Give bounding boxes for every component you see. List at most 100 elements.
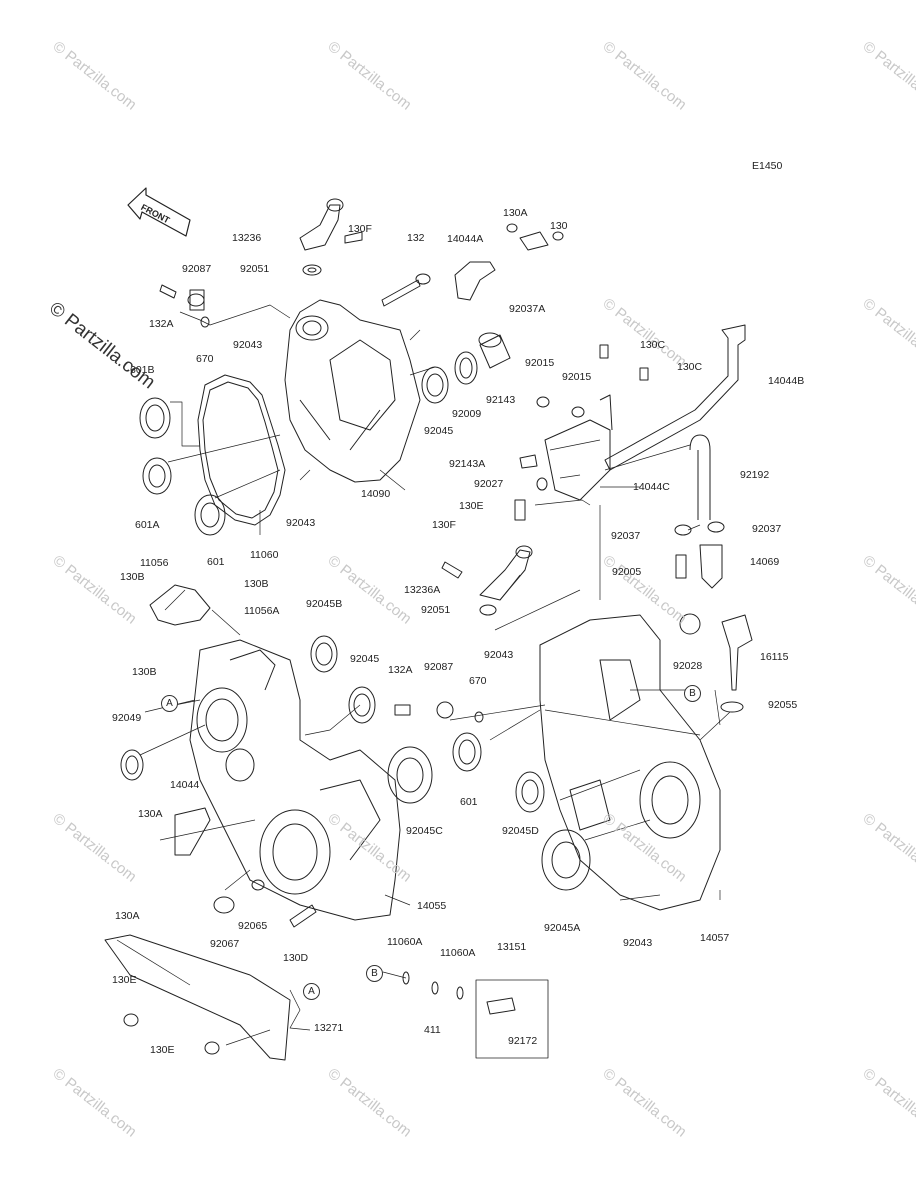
bolt-130f-top bbox=[344, 231, 363, 244]
part-label: 130B bbox=[132, 666, 157, 678]
part-label: 92067 bbox=[210, 938, 240, 950]
diagram-id: E1450 bbox=[752, 160, 783, 172]
part-label: 11060 bbox=[250, 549, 279, 561]
part-label: 130D bbox=[283, 952, 309, 964]
part-label: 11056A bbox=[244, 605, 280, 617]
part-label: 92045C bbox=[406, 825, 443, 837]
bearing-92045d bbox=[515, 771, 545, 813]
nut-92015-a bbox=[536, 396, 550, 408]
bracket-14044 bbox=[174, 807, 211, 856]
collar-92143a bbox=[519, 454, 538, 469]
bolt-130a-top bbox=[506, 223, 518, 233]
part-label: 92087 bbox=[424, 661, 454, 673]
bearing-92045a bbox=[541, 829, 591, 891]
part-label: 13151 bbox=[497, 941, 527, 953]
part-label: 130B bbox=[244, 578, 269, 590]
part-label: 670 bbox=[196, 353, 214, 365]
bolt-130-top bbox=[552, 231, 564, 241]
bracket-14044a bbox=[454, 261, 496, 301]
plug-92067 bbox=[213, 896, 235, 914]
part-label: 411 bbox=[424, 1024, 441, 1036]
breather-14069 bbox=[699, 544, 723, 589]
part-label: 92015 bbox=[525, 357, 555, 369]
part-label: 130 bbox=[550, 220, 568, 232]
part-label: 92043 bbox=[484, 649, 514, 661]
part-label: 130C bbox=[677, 361, 703, 373]
part-label: 132A bbox=[149, 318, 174, 330]
part-label: 92051 bbox=[240, 263, 270, 275]
part-label: 11060A bbox=[440, 947, 476, 959]
seal-92009 bbox=[454, 351, 478, 385]
front-arrow-icon bbox=[127, 187, 191, 237]
part-label: 670 bbox=[469, 675, 487, 687]
part-label: 92009 bbox=[452, 408, 482, 420]
part-label: 130F bbox=[432, 519, 456, 531]
part-label: 130E bbox=[112, 974, 137, 986]
part-label: 92045A bbox=[544, 922, 581, 934]
part-label: 14044B bbox=[768, 375, 805, 387]
seal-92028 bbox=[679, 613, 701, 635]
seal-601a bbox=[142, 457, 172, 495]
ref-marker-a: A bbox=[303, 983, 320, 1000]
oring-411 bbox=[431, 981, 439, 995]
bolt-130e-low-a bbox=[123, 1013, 139, 1027]
washer-92065 bbox=[251, 879, 265, 891]
part-label: 14044C bbox=[633, 481, 670, 493]
part-label: 92005 bbox=[612, 566, 642, 578]
part-label: 92043 bbox=[233, 339, 263, 351]
part-label: 13271 bbox=[314, 1022, 344, 1034]
part-label: 92055 bbox=[768, 699, 798, 711]
part-label: 92045D bbox=[502, 825, 539, 837]
part-label: 130B bbox=[120, 571, 145, 583]
part-label: 92143 bbox=[486, 394, 516, 406]
bolt-132 bbox=[381, 273, 431, 307]
bearing-92045c bbox=[387, 746, 433, 804]
part-label: 601B bbox=[130, 364, 155, 376]
leader-lines bbox=[116, 304, 731, 1046]
oring-92055 bbox=[720, 701, 744, 713]
gasket-13271 bbox=[104, 934, 291, 1061]
part-label: 14069 bbox=[750, 556, 780, 568]
part-label: 92015 bbox=[562, 371, 592, 383]
hose-92192 bbox=[689, 434, 711, 520]
part-label: 601 bbox=[207, 556, 225, 568]
fitting-92087-mid bbox=[436, 701, 454, 719]
part-label: 92037A bbox=[509, 303, 546, 315]
bolt-130c-a bbox=[599, 344, 609, 359]
bolt-130e-mid bbox=[514, 499, 526, 521]
part-label: 92049 bbox=[112, 712, 142, 724]
bolt-130f-mid bbox=[441, 561, 463, 579]
washer-92051-mid bbox=[479, 604, 497, 616]
seal-92049 bbox=[120, 749, 144, 781]
lever-13236a bbox=[479, 545, 533, 601]
fitting-92087-top bbox=[187, 289, 205, 311]
crankcase-right-14057 bbox=[539, 614, 721, 911]
part-label: 14044A bbox=[447, 233, 484, 245]
part-label: 601A bbox=[135, 519, 160, 531]
oring-11060a-b bbox=[456, 986, 464, 1000]
part-label: 14057 bbox=[700, 932, 730, 944]
part-label: 92051 bbox=[421, 604, 451, 616]
crankcase-cover-left bbox=[284, 299, 421, 483]
part-label: 92028 bbox=[673, 660, 703, 672]
part-label: 92065 bbox=[238, 920, 268, 932]
washer-92051-top bbox=[302, 264, 322, 276]
part-label: 130A bbox=[503, 207, 528, 219]
part-label: 14090 bbox=[361, 488, 391, 500]
part-label: 130E bbox=[150, 1044, 175, 1056]
bracket-14044b bbox=[604, 324, 746, 471]
ref-marker-a: A bbox=[161, 695, 178, 712]
gasket-11060 bbox=[197, 374, 286, 526]
part-label: 130E bbox=[459, 500, 484, 512]
part-label: 92192 bbox=[740, 469, 770, 481]
bolt-132a-top bbox=[159, 284, 177, 299]
part-label: 130C bbox=[640, 339, 666, 351]
part-label: 14055 bbox=[417, 900, 447, 912]
plate-11056 bbox=[149, 584, 211, 626]
bracket-92037a bbox=[519, 231, 549, 251]
part-label: 92043 bbox=[286, 517, 316, 529]
oring-670-top bbox=[200, 316, 210, 328]
ref-marker-b: B bbox=[684, 685, 701, 702]
ref-marker-b: B bbox=[366, 965, 383, 982]
